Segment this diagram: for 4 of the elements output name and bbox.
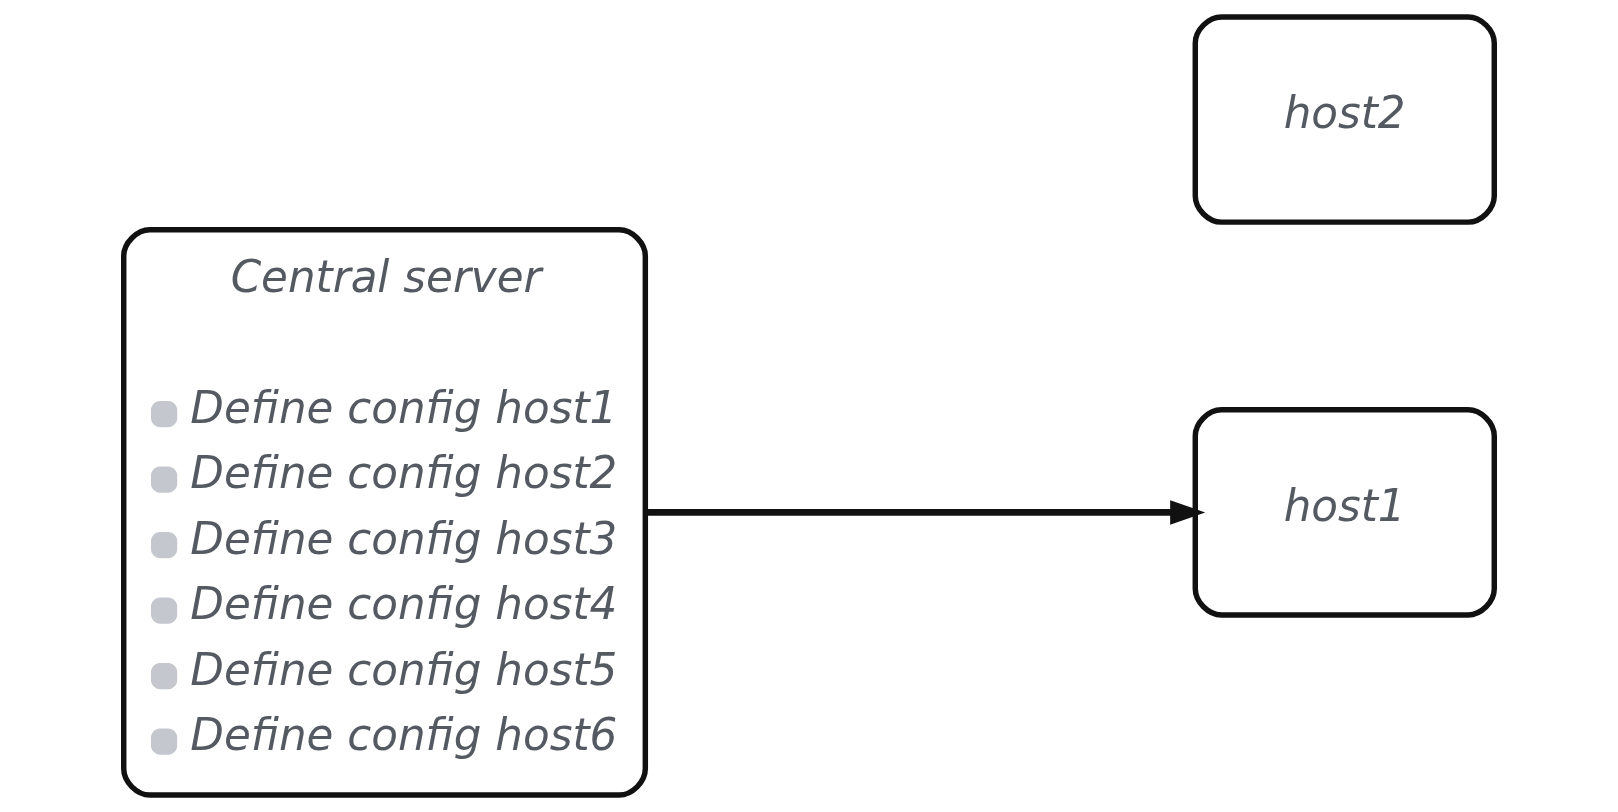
arrow <box>645 500 1206 525</box>
node-box: host1 <box>1192 407 1497 618</box>
node-box: Central server Define config host1 Define config host2 Define config host3 Define config host4 Define config host5 Define config host6 <box>121 227 649 798</box>
node-box: host2 <box>1192 14 1497 225</box>
